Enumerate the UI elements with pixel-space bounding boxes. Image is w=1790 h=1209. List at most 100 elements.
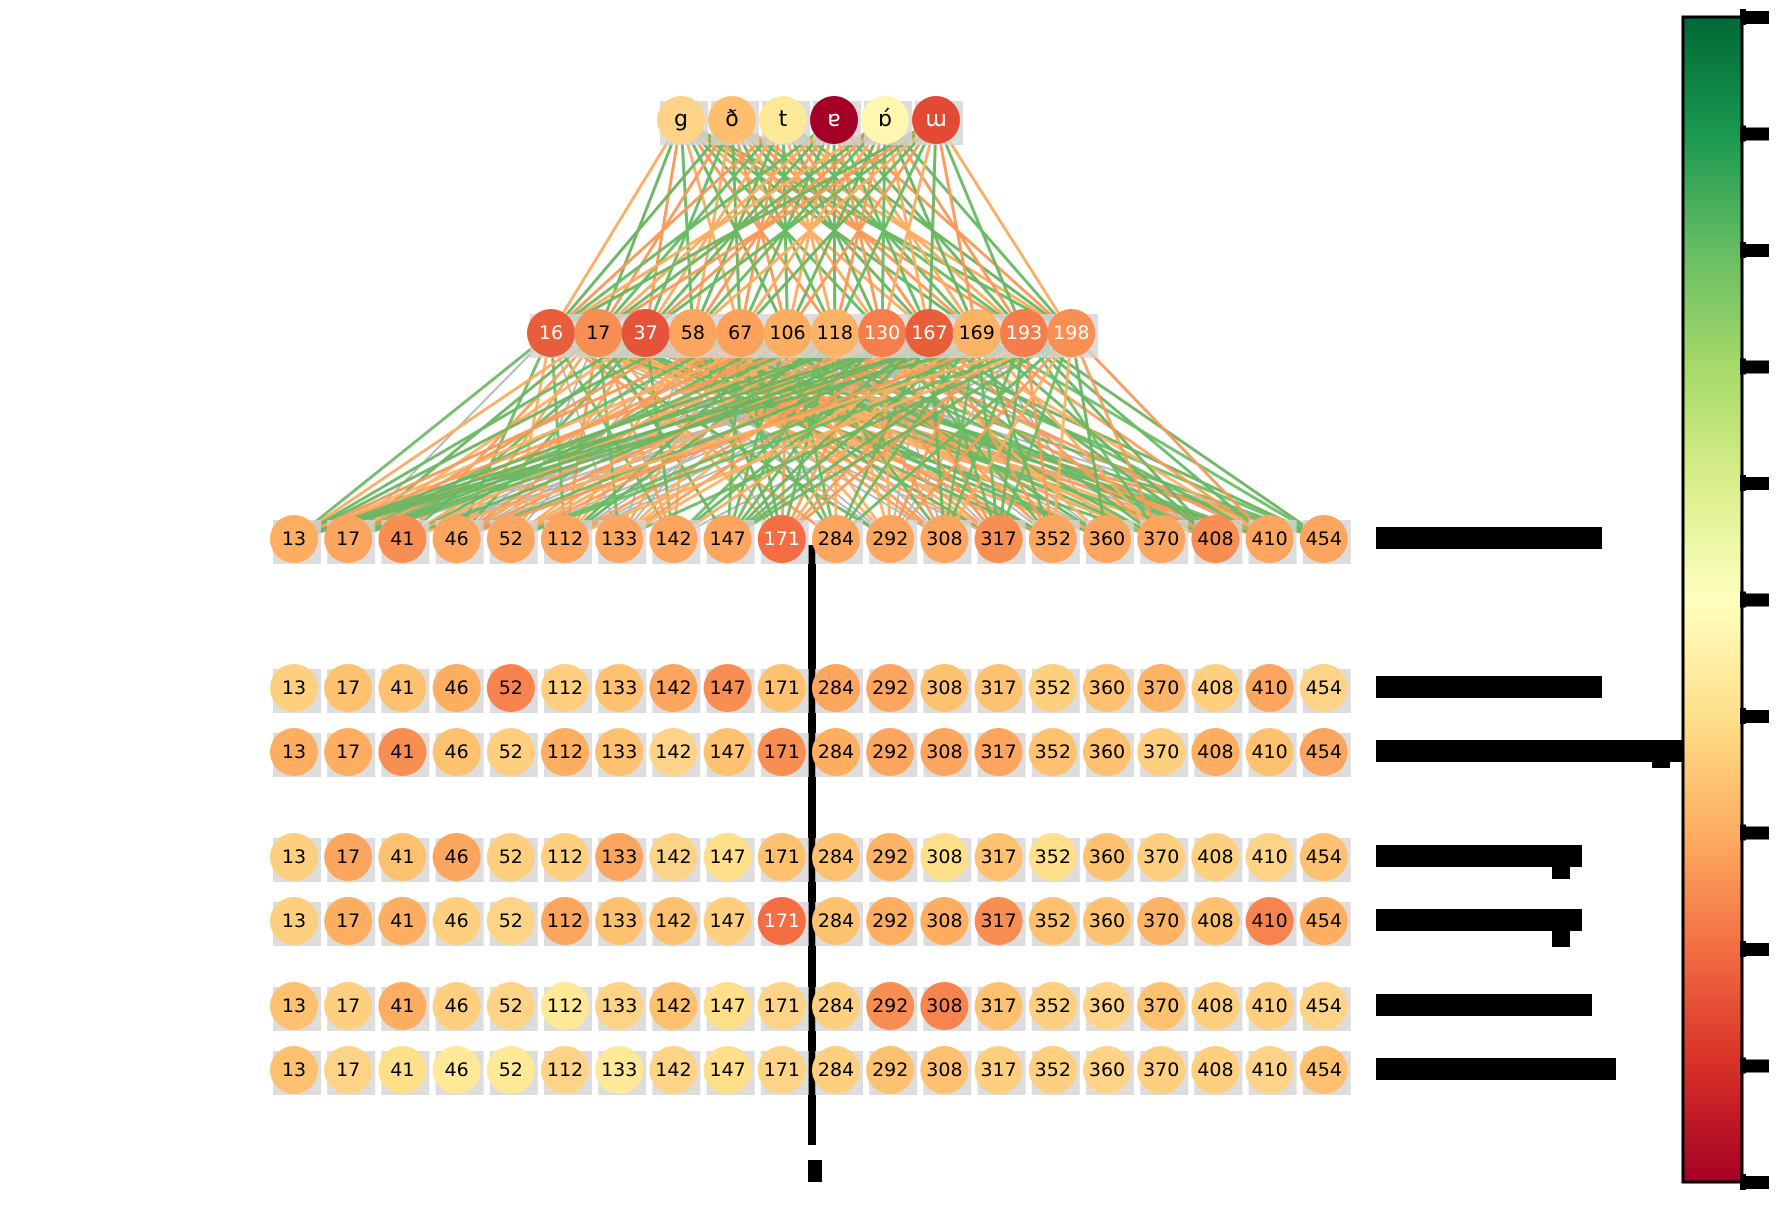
- row-1-node: 317: [974, 515, 1026, 564]
- node-label: 454: [1306, 1059, 1342, 1081]
- node-circle: [378, 515, 427, 563]
- row-2-node: 13: [270, 664, 321, 713]
- node-circle: [1245, 515, 1294, 563]
- row-2-node: 292: [866, 664, 918, 713]
- colorbar-tick-label: [1745, 826, 1769, 840]
- row-2-node: 46: [432, 664, 484, 713]
- row-6-node: 308: [920, 982, 972, 1031]
- node-circle: [378, 982, 427, 1030]
- row-3-node: 292: [866, 728, 918, 777]
- node-label: 147: [709, 528, 745, 550]
- node-label: 52: [499, 995, 523, 1017]
- edge: [782, 118, 1025, 335]
- node-label: 169: [959, 322, 995, 344]
- node-label: 147: [709, 1059, 745, 1081]
- node-circle: [432, 664, 481, 712]
- edge: [293, 331, 930, 541]
- node-circle: [912, 96, 960, 144]
- node-circle: [1083, 897, 1131, 945]
- node-label: 133: [601, 910, 637, 932]
- edge: [880, 332, 1054, 540]
- node-label: 142: [655, 910, 691, 932]
- node-label: 58: [681, 322, 705, 344]
- row-6-node: 370: [1137, 982, 1189, 1031]
- node-label: 284: [818, 910, 854, 932]
- node-circle: [1028, 897, 1077, 945]
- edge: [832, 119, 1026, 334]
- colorbar-gradient: [1681, 15, 1744, 1184]
- edge: [618, 331, 978, 541]
- node-label: 410: [1251, 1059, 1287, 1081]
- edge: [726, 331, 1073, 541]
- row-7-node: 352: [1028, 1046, 1080, 1095]
- node-circle: [527, 309, 575, 357]
- row-label-bar-tail: [1552, 929, 1570, 947]
- row-5-node: 308: [920, 897, 972, 946]
- node-circle: [541, 897, 589, 945]
- edge: [883, 119, 1073, 334]
- node-circle: [920, 1046, 969, 1094]
- edge: [679, 119, 789, 334]
- row-label-bar-tail: [1552, 865, 1570, 879]
- row-7-node: 284: [812, 1046, 863, 1095]
- node-label: 360: [1089, 741, 1125, 763]
- edge: [997, 332, 1073, 540]
- node-circle: [1137, 1046, 1186, 1094]
- edge: [691, 118, 937, 335]
- node-label: 133: [601, 1059, 637, 1081]
- node-circle: [595, 664, 644, 712]
- node-circle: [1083, 728, 1131, 776]
- middle-node: 58: [668, 309, 720, 358]
- vertical-divider-bar: [808, 545, 816, 1145]
- edge: [293, 331, 600, 541]
- node-circle: [974, 728, 1023, 776]
- node-circle: [920, 664, 969, 712]
- node-label: 46: [445, 995, 469, 1017]
- row-3-node: 147: [703, 728, 755, 777]
- middle-node: 17: [574, 309, 626, 358]
- node-label: 370: [1143, 910, 1179, 932]
- edge: [834, 332, 978, 540]
- node-circle: [1245, 833, 1294, 881]
- colorbar-tick-label: [1745, 1059, 1769, 1073]
- row-6-node: 13: [270, 982, 321, 1031]
- node-label: 130: [864, 322, 900, 344]
- node-label: 46: [445, 528, 469, 550]
- node-circle: [1191, 1046, 1240, 1094]
- edge: [644, 118, 937, 335]
- node-circle: [703, 897, 752, 945]
- node-label: 308: [926, 528, 962, 550]
- node-circle: [378, 728, 427, 776]
- node-label: 408: [1197, 528, 1233, 550]
- edge: [456, 331, 978, 541]
- node-circle: [920, 982, 969, 1030]
- node-circle: [486, 728, 535, 776]
- row-2-node: 147: [703, 664, 755, 713]
- row-1-node: 171: [757, 515, 809, 564]
- node-circle: [378, 1046, 427, 1094]
- node-circle: [1245, 897, 1294, 945]
- node-circle: [1191, 728, 1240, 776]
- edge: [731, 118, 978, 335]
- edge: [786, 119, 836, 334]
- edge: [293, 331, 647, 541]
- row-2-node: 52: [486, 664, 538, 713]
- node-circle: [866, 1046, 915, 1094]
- node-circle: [378, 664, 427, 712]
- node-circle: [541, 833, 589, 881]
- node-label: ɒ́: [878, 107, 892, 132]
- node-label: 284: [818, 846, 854, 868]
- edge: [943, 332, 1073, 540]
- node-label: ɐ: [827, 107, 840, 132]
- node-circle: [866, 728, 915, 776]
- colorbar-tick-label: [1745, 1176, 1769, 1189]
- node-circle: [1245, 664, 1294, 712]
- edge: [730, 119, 884, 334]
- edge: [679, 119, 695, 334]
- node-label: 317: [980, 741, 1016, 763]
- row-5-node: 147: [703, 897, 755, 946]
- row-6-node: 454: [1299, 982, 1351, 1031]
- node-circle: [866, 664, 915, 712]
- node-circle: [649, 897, 698, 945]
- node-circle: [866, 982, 915, 1030]
